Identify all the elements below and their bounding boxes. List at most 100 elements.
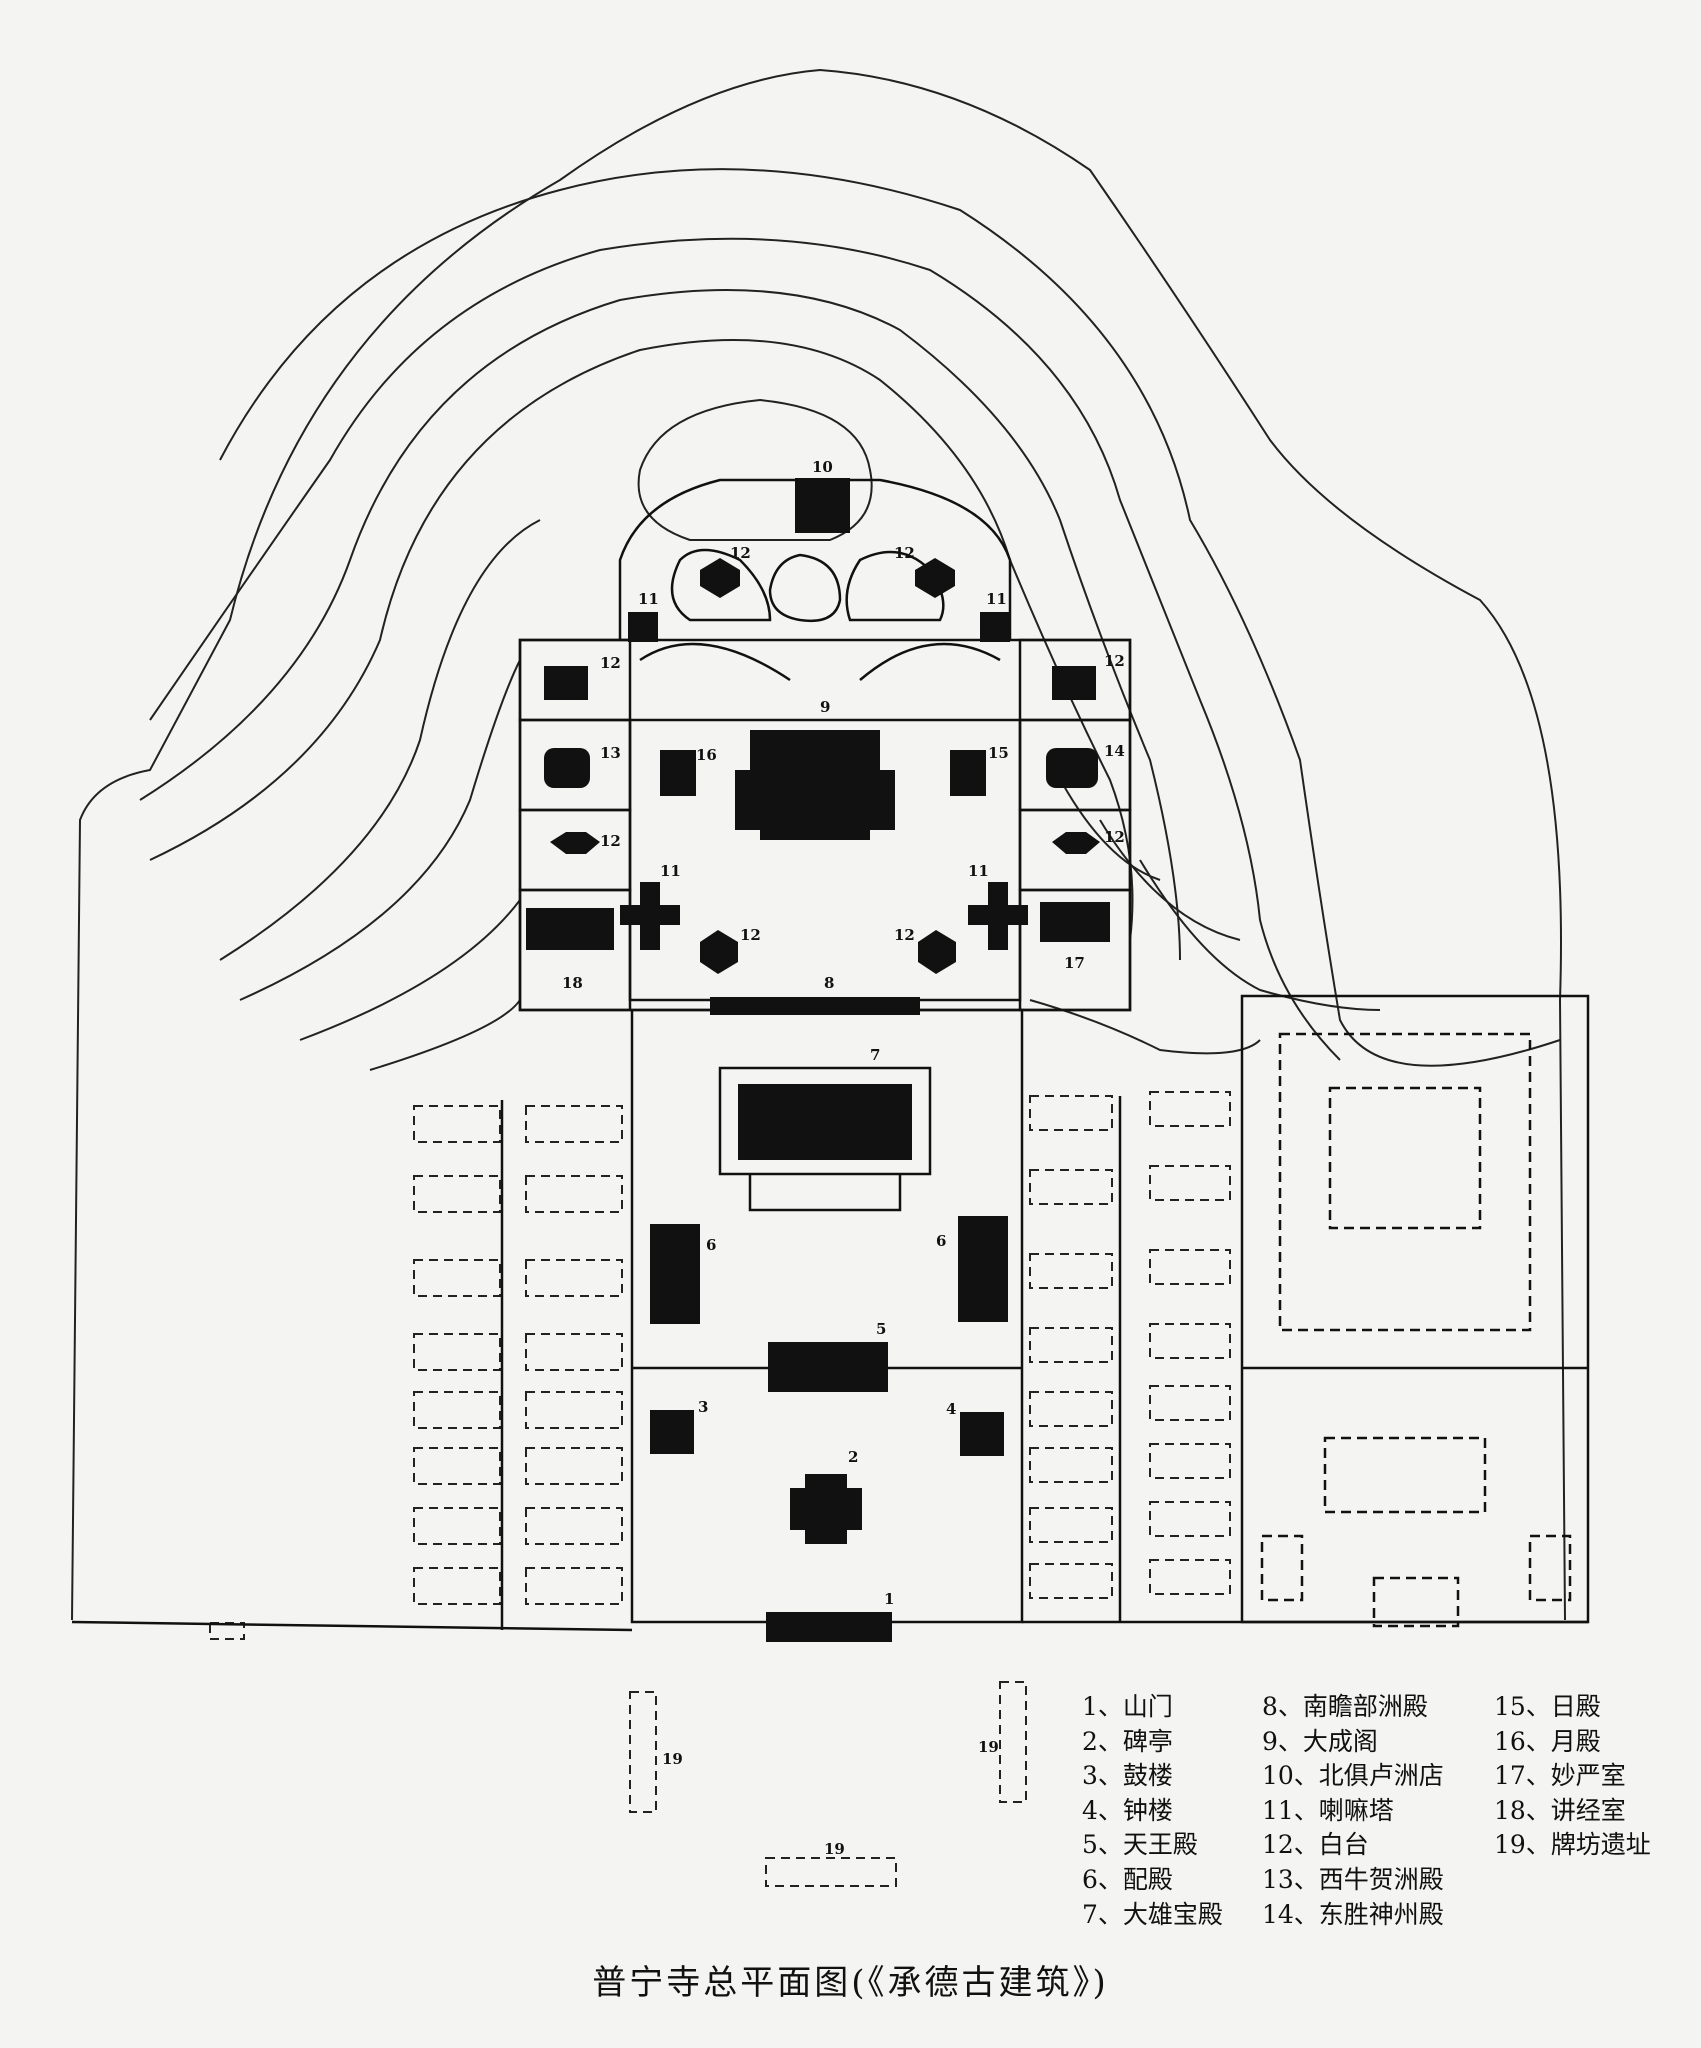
label-12-e: 12 [1104,652,1125,670]
building-8 [710,997,920,1015]
summit-contour [637,398,873,541]
legend-item: 10、北俱卢洲店 [1262,1761,1444,1791]
main-buildings [650,1084,1008,1642]
label-7: 7 [870,1046,880,1064]
label-11-ne: 11 [986,590,1007,608]
label-15: 15 [988,744,1009,762]
legend-column-1: 1、山门 2、碑亭 3、鼓楼 4、钟楼 5、天王殿 6、配殿 7、大雄宝殿 [1082,1690,1223,1932]
contour-3 [149,237,1341,1061]
label-12-e2: 12 [1104,828,1125,846]
label-19-c: 19 [824,1840,845,1858]
hall-18-block [526,908,614,950]
label-8: 8 [824,974,834,992]
label-17: 17 [1064,954,1085,972]
legend-item: 7、大雄宝殿 [1082,1899,1223,1929]
legend-item: 12、白台 [1262,1830,1369,1860]
building-6-w [650,1224,700,1324]
label-13: 13 [600,744,621,762]
building-5 [768,1342,888,1392]
legend-item: 15、日殿 [1494,1692,1601,1721]
legend-item: 17、妙严室 [1494,1761,1626,1791]
hall-14 [1046,748,1098,788]
label-12-nw: 12 [730,544,751,562]
building-10 [795,478,850,533]
legend-item: 2、碑亭 [1082,1726,1173,1756]
building-16 [660,750,696,796]
label-12-w2: 12 [600,832,621,850]
building-15 [950,750,986,796]
legend-item: 5、天王殿 [1082,1830,1198,1860]
legend-item: 4、钟楼 [1082,1795,1173,1825]
stupa-11-nw [628,612,658,642]
contour-9 [369,999,521,1071]
platform-12-w [544,666,588,700]
legend-column-3: 15、日殿 16、月殿 17、妙严室 18、讲经室 19、牌坊遗址 [1494,1690,1651,1863]
contour-5 [149,339,1134,941]
stupa-11-e [968,882,1028,950]
platform-12-c2 [918,930,956,974]
label-11-w: 11 [660,862,681,880]
contour-4 [139,289,1181,961]
legend-item: 9、大成阁 [1262,1726,1378,1756]
label-4: 4 [946,1400,956,1418]
label-11-e: 11 [968,862,989,880]
legend-item: 14、东胜神州殿 [1262,1899,1444,1929]
label-14: 14 [1104,742,1125,760]
label-3: 3 [698,1398,708,1416]
platform-12-c1 [700,930,738,974]
legend-item: 11、喇嘛塔 [1262,1795,1394,1825]
label-19-a: 19 [662,1750,683,1768]
label-6-w: 6 [706,1236,716,1254]
label-19-b: 19 [978,1738,999,1756]
label-10: 10 [812,458,833,476]
legend-item: 13、西牛贺洲殿 [1262,1864,1444,1894]
building-7 [738,1084,912,1160]
upper-terrace [518,478,1132,1012]
label-16: 16 [696,746,717,764]
ruin-footprints [209,1091,1231,1887]
legend-item: 6、配殿 [1082,1864,1173,1894]
label-6-e: 6 [936,1232,946,1250]
platform-12-w2 [550,832,600,854]
label-18: 18 [562,974,583,992]
contour-13 [1029,999,1261,1055]
building-2 [790,1474,862,1544]
label-5: 5 [876,1320,886,1338]
archway-ruin-19-a [629,1691,657,1813]
legend-item: 8、南瞻部洲殿 [1262,1692,1428,1721]
legend-column-2: 8、南瞻部洲殿 9、大成阁 10、北俱卢洲店 11、喇嘛塔 12、白台 13、西… [1262,1690,1444,1932]
label-12-ne: 12 [894,544,915,562]
building-6-e [958,1216,1008,1322]
contour-11 [1099,819,1241,941]
upper-buildings [526,478,1110,1015]
legend-item: 16、月殿 [1494,1726,1601,1756]
figure-caption: 普宁寺总平面图(《承德古建筑》) [592,1963,1109,2003]
contour-2 [219,168,1561,1067]
plan-number-labels: 1 2 3 4 5 6 6 7 8 9 10 11 11 11 11 12 12… [562,458,1125,1858]
outer-boundary [71,68,1566,1621]
label-12-w: 12 [600,654,621,672]
contour-8 [299,899,521,1041]
legend-item: 19、牌坊遗址 [1494,1830,1651,1860]
stupa-11-w [620,882,680,950]
outer-walls [71,1096,1588,1632]
building-1 [766,1612,892,1642]
label-12-c2: 12 [894,926,915,944]
building-3 [650,1410,694,1454]
contour-7 [239,659,521,1001]
platform-12-e2 [1052,832,1100,854]
building-9 [735,730,895,840]
label-1: 1 [884,1590,894,1608]
archway-ruin-19-c [765,1857,897,1887]
label-9: 9 [820,698,830,716]
legend-item: 18、讲经室 [1494,1795,1626,1825]
platform-12-e [1052,666,1096,700]
building-4 [960,1412,1004,1456]
hall-17-block [1040,902,1110,942]
legend-item: 3、鼓楼 [1082,1761,1173,1791]
stupa-11-ne [980,612,1010,642]
legend-item: 1、山门 [1082,1692,1173,1721]
platform-12-ne [915,558,955,598]
contour-6 [219,519,541,961]
